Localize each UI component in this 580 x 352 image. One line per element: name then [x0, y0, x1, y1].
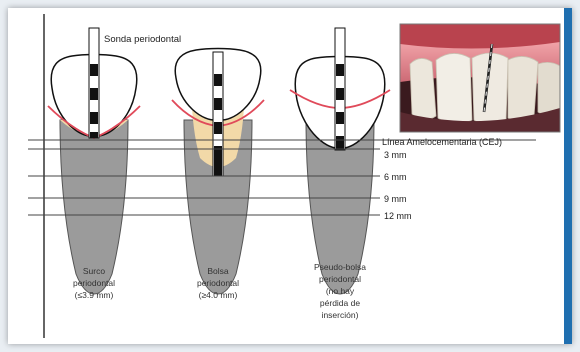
probe-tip: [214, 146, 222, 176]
probe-band: [214, 74, 222, 86]
figure-frame: Sonda periodontal Línea Amelocementaria …: [8, 8, 572, 344]
probe-band: [336, 64, 344, 76]
gum-photo-icon: [400, 24, 560, 132]
tooth-surco: [48, 28, 140, 294]
caption-line: periodontal: [319, 274, 361, 284]
cej-label: Línea Amelocementaria (CEJ): [382, 137, 502, 147]
caption-line: pérdida de: [320, 298, 360, 308]
caption-line: Surco: [83, 266, 105, 276]
depth-label-3: 3 mm: [384, 150, 407, 160]
probe-tip: [90, 132, 98, 138]
depth-label-12: 12 mm: [384, 211, 412, 221]
caption-line: inserción): [322, 310, 359, 320]
caption-line: (≤3.9 mm): [75, 290, 114, 300]
probe-band: [336, 112, 344, 124]
depth-label-9: 9 mm: [384, 194, 407, 204]
caption-pseudo-bolsa: Pseudo-bolsa periodontal (no hay pérdida…: [314, 262, 366, 320]
probe-band: [90, 112, 98, 124]
caption-line: (no hay: [326, 286, 355, 296]
depth-label-6: 6 mm: [384, 172, 407, 182]
probe-band: [336, 88, 344, 100]
probe-band: [214, 122, 222, 134]
probe-band: [214, 98, 222, 110]
probe-label: Sonda periodontal: [104, 34, 181, 45]
caption-line: periodontal: [197, 278, 239, 288]
caption-line: (≥4.0 mm): [199, 290, 238, 300]
probe-band: [90, 88, 98, 100]
tooth-pseudo-bolsa: [290, 28, 390, 294]
caption-line: Bolsa: [207, 266, 229, 276]
probe-band: [90, 64, 98, 76]
tooth-bolsa: [172, 49, 264, 295]
probe-tip: [336, 136, 344, 150]
caption-line: Pseudo-bolsa: [314, 262, 366, 272]
frame-right-border: [564, 8, 572, 344]
caption-line: periodontal: [73, 278, 115, 288]
periodontal-diagram: Sonda periodontal Línea Amelocementaria …: [8, 8, 572, 344]
